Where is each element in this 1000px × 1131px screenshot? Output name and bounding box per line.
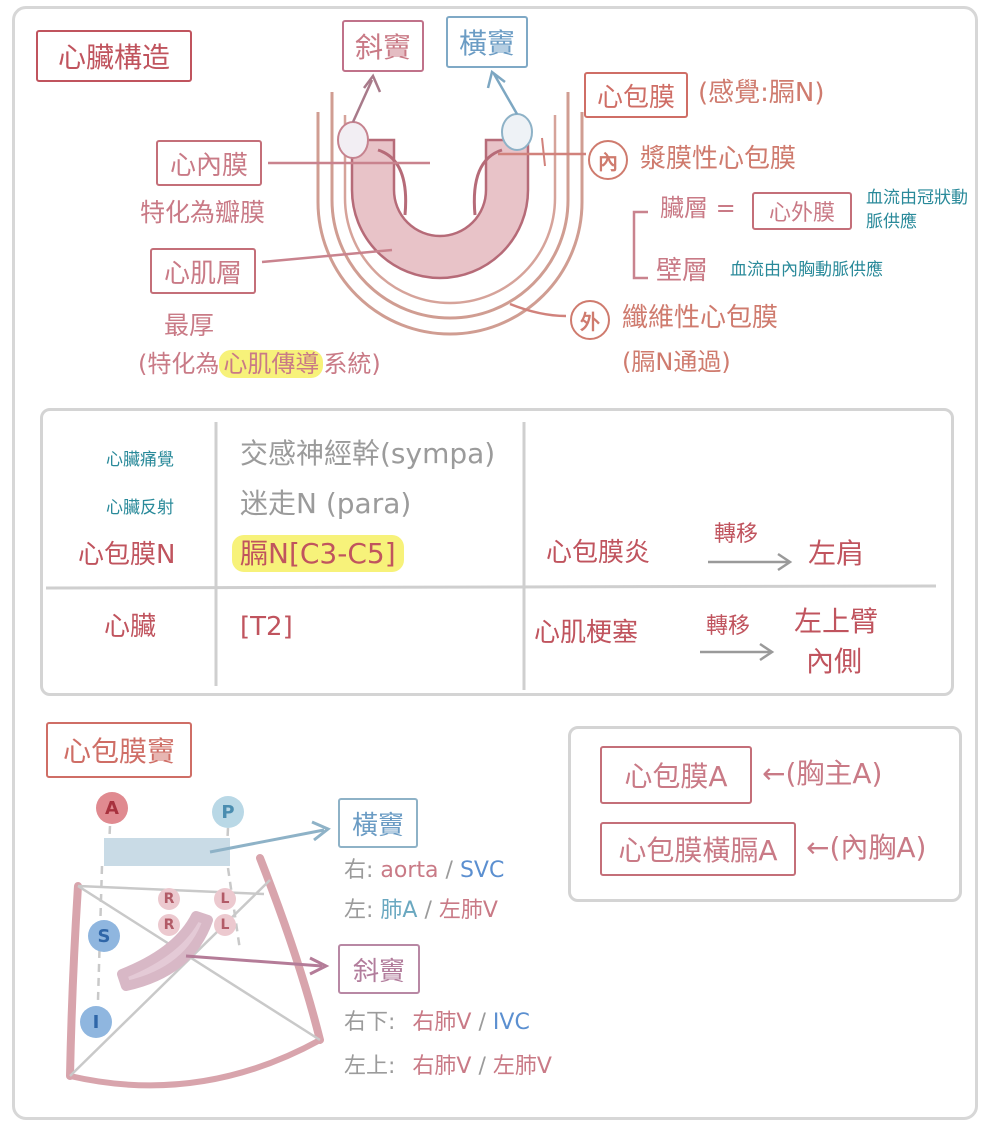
oblique-upper-lpv: 左肺V <box>492 1054 552 1079</box>
transverse-right-row: 右: aorta / SVC <box>344 860 504 882</box>
oblique-upper-row: 左上: 右肺V / 左肺V <box>344 1056 552 1078</box>
pericardium-note: (感覺:膈N) <box>698 78 825 108</box>
visceral-layer-label: 臟層 = <box>660 194 736 222</box>
oblique-upper-sep: / <box>478 1054 486 1079</box>
transverse-sinus-label-box: 橫竇 <box>338 798 418 848</box>
transverse-right-sep: / <box>445 858 453 883</box>
parietal-blood-supply: 血流由內胸動脈供應 <box>730 260 883 280</box>
transverse-left-lpv: 左肺V <box>438 898 498 923</box>
oblique-upper-label: 左上: <box>344 1054 396 1079</box>
myocardium-note-conduction: (特化為心肌傳導系統) <box>138 350 381 378</box>
transverse-left-row: 左: 肺A / 左肺V <box>344 900 498 922</box>
transverse-left-pa: 肺A <box>380 898 418 923</box>
parietal-layer-label: 壁層 <box>656 256 709 286</box>
visceral-blood-supply-line1: 血流由冠狀動 <box>866 188 968 208</box>
heart-structure-title: 心臟構造 <box>36 30 192 82</box>
endocardium-box: 心內膜 <box>156 140 262 186</box>
row-pain-value: 交感神經幹(sympa) <box>240 437 496 470</box>
serous-pericardium-label: 漿膜性心包膜 <box>640 144 797 174</box>
mi-arrow-label: 轉移 <box>706 614 751 639</box>
arteries-panel <box>568 726 962 902</box>
pericarditis-label: 心包膜炎 <box>546 538 651 568</box>
pericardiacophrenic-artery-source: ←(內胸A) <box>806 831 927 864</box>
fibrous-pericardium-label: 纖維性心包膜 <box>622 303 779 333</box>
oblique-lower-ivc: IVC <box>492 1010 530 1035</box>
marker-i: I <box>80 1006 112 1038</box>
transverse-right-label: 右: <box>344 858 374 883</box>
conduction-highlight: 心肌傳導 <box>219 350 324 378</box>
fibrous-pericardium-note: (膈N通過) <box>622 348 731 376</box>
innervation-table <box>40 408 954 696</box>
marker-s: S <box>88 920 120 952</box>
transverse-right-svc: SVC <box>459 858 505 883</box>
pericardium-box: 心包膜 <box>584 72 688 118</box>
pericarditis-target: 左肩 <box>808 537 865 570</box>
mi-target-line1: 左上臂 <box>794 605 879 638</box>
oblique-lower-label: 右下: <box>344 1010 396 1035</box>
pericardial-artery-source: ←(胸主A) <box>762 757 883 790</box>
oblique-lower-row: 右下: 右肺V / IVC <box>344 1012 530 1034</box>
row-pain-label: 心臟痛覺 <box>106 450 174 470</box>
row-reflex-value: 迷走N (para) <box>240 487 412 520</box>
transverse-right-aorta: aorta <box>380 858 439 883</box>
row-reflex-label: 心臟反射 <box>106 498 174 518</box>
transverse-sinus-box: 橫竇 <box>446 16 528 68</box>
visceral-blood-supply: 血流由冠狀動 脈供應 <box>866 186 990 234</box>
marker-r-upper: R <box>158 888 180 910</box>
oblique-lower-sep: / <box>478 1010 486 1035</box>
oblique-sinus-box: 斜竇 <box>342 20 424 72</box>
inner-layer-marker: 內 <box>588 140 628 180</box>
transverse-left-sep: / <box>424 898 432 923</box>
mi-target-line2: 內側 <box>806 645 863 678</box>
pericarditis-arrow-label: 轉移 <box>714 522 759 547</box>
transverse-left-label: 左: <box>344 898 374 923</box>
row-pericardium-nerve-value: 膈N[C3-C5] <box>232 535 404 572</box>
row-heart-value: [T2] <box>240 612 293 642</box>
outer-layer-marker: 外 <box>570 300 610 340</box>
myocardium-note-thickest: 最厚 <box>164 311 215 340</box>
marker-a: A <box>96 792 128 824</box>
row-heart-label: 心臟 <box>104 612 157 642</box>
marker-l-lower: L <box>214 914 236 936</box>
oblique-sinus-label-box: 斜竇 <box>338 944 420 994</box>
row-pericardium-nerve-label: 心包膜N <box>78 540 176 570</box>
phrenic-highlight: 膈N[C3-C5] <box>232 535 404 572</box>
endocardium-note: 特化為瓣膜 <box>140 198 266 227</box>
marker-l-upper: L <box>214 888 236 910</box>
marker-p: P <box>212 796 244 828</box>
conduction-suffix: 系統) <box>323 350 381 378</box>
marker-r-lower: R <box>158 914 180 936</box>
oblique-upper-rpv: 右肺V <box>412 1054 472 1079</box>
pericardiacophrenic-artery-box: 心包膜橫膈A <box>600 822 796 876</box>
myocardium-box: 心肌層 <box>150 248 256 294</box>
visceral-blood-supply-line2: 脈供應 <box>866 212 917 232</box>
oblique-lower-rpv: 右肺V <box>412 1010 472 1035</box>
outer-frame <box>12 6 978 1120</box>
pericardial-sinus-title: 心包膜竇 <box>46 722 192 778</box>
epicardium-box: 心外膜 <box>752 192 852 230</box>
conduction-prefix: (特化為 <box>138 350 220 378</box>
mi-label: 心肌梗塞 <box>534 618 639 648</box>
pericardial-artery-box: 心包膜A <box>600 746 752 804</box>
